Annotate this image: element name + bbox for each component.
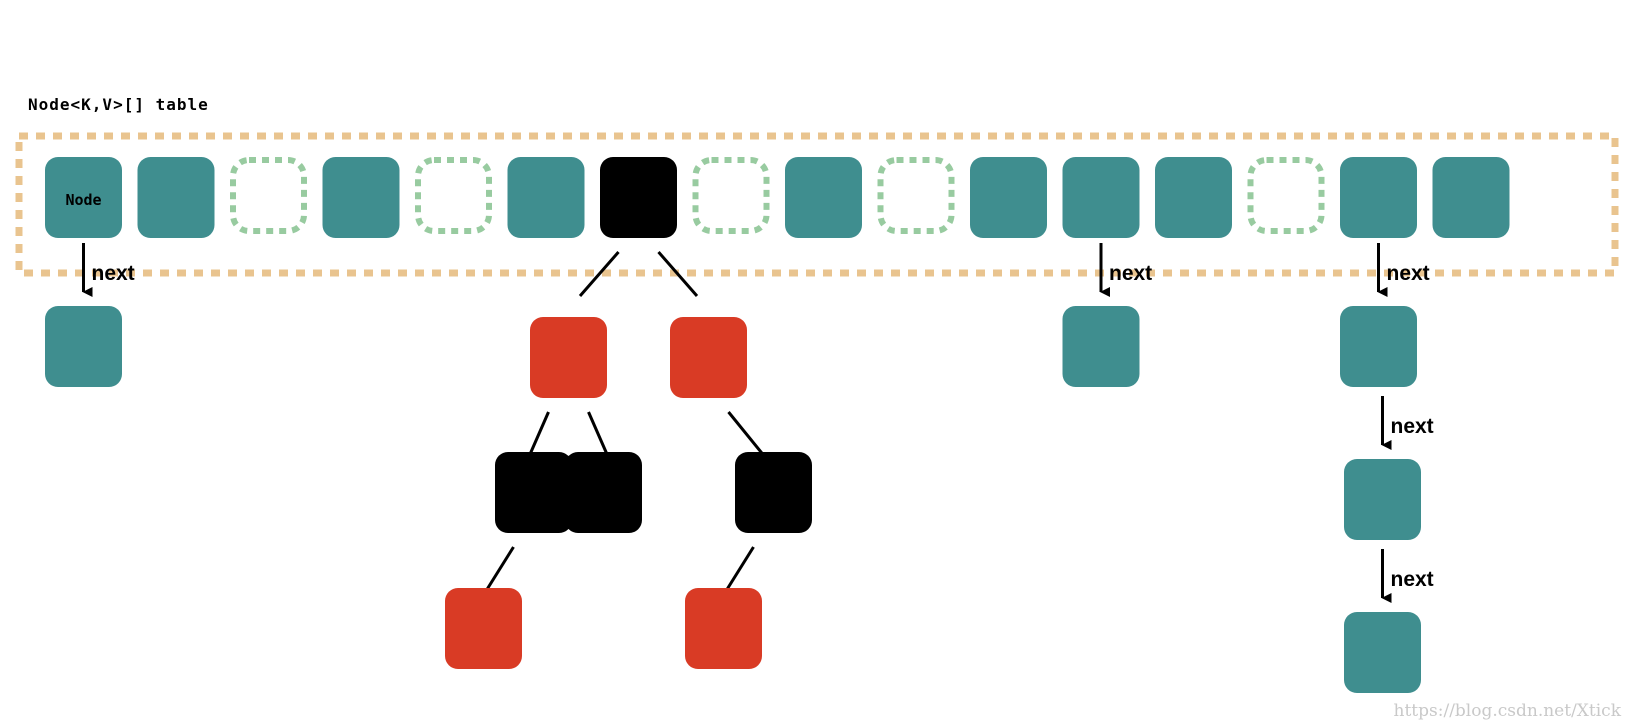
tree-node-red xyxy=(685,588,762,669)
tree-root-node xyxy=(600,157,677,238)
chain-node xyxy=(1344,612,1421,693)
tree-edge xyxy=(578,251,620,297)
tree-node-red xyxy=(670,317,747,398)
tree-node-black xyxy=(735,452,812,533)
bucket-node xyxy=(507,157,585,238)
chain-node xyxy=(1344,459,1421,540)
bucket-node xyxy=(1432,157,1510,238)
bucket-node xyxy=(1155,157,1232,238)
tree-edges xyxy=(484,251,766,592)
table-title: Node<K,V>[] table xyxy=(28,95,209,114)
tree-edge xyxy=(587,411,610,457)
linked-lists: next next next next next xyxy=(45,243,1434,693)
bucket-node xyxy=(785,157,862,238)
tree-node-red xyxy=(445,588,522,669)
bucket-node xyxy=(137,157,215,238)
bucket-node xyxy=(322,157,400,238)
chain-node xyxy=(1062,306,1140,387)
bucket-node xyxy=(1340,157,1417,238)
empty-bucket xyxy=(877,157,955,234)
tree-node-black xyxy=(565,452,642,533)
empty-bucket xyxy=(1247,157,1325,234)
node-label: Node xyxy=(65,191,101,209)
bucket-node xyxy=(1062,157,1140,238)
tree-edge xyxy=(724,546,755,592)
next-label: next xyxy=(1109,262,1152,285)
next-label: next xyxy=(1391,415,1434,438)
next-label: next xyxy=(92,262,135,285)
empty-bucket xyxy=(415,157,492,234)
tree-node-black xyxy=(495,452,572,533)
next-label: next xyxy=(1387,262,1430,285)
bucket-node xyxy=(45,157,122,238)
tree-edge xyxy=(657,251,699,297)
next-label: next xyxy=(1391,568,1434,591)
tree-node-red xyxy=(530,317,607,398)
chain-node xyxy=(45,306,122,387)
tree-edge xyxy=(727,411,766,457)
tree-edge xyxy=(527,411,550,457)
table-buckets: Node xyxy=(45,157,1510,238)
tree-edge xyxy=(484,546,515,592)
red-black-tree xyxy=(445,317,812,669)
empty-bucket xyxy=(230,157,307,234)
watermark: https://blog.csdn.net/Xtick xyxy=(1394,701,1622,721)
chain-node xyxy=(1340,306,1417,387)
empty-bucket xyxy=(692,157,770,234)
bucket-node xyxy=(970,157,1047,238)
